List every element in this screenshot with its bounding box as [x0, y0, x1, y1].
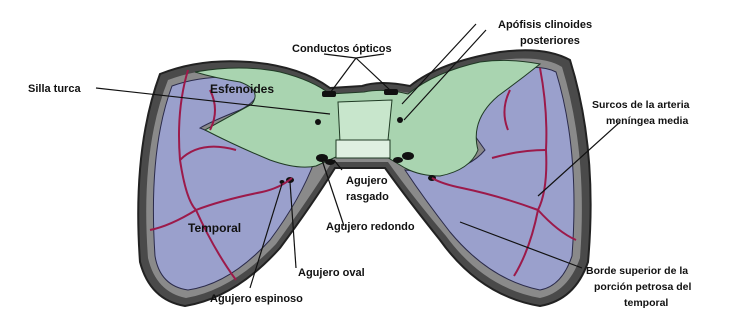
label-surcos-line2: meníngea media — [606, 115, 688, 127]
dorsum-sellae — [336, 140, 390, 158]
label-silla-turca: Silla turca — [28, 83, 81, 95]
foramen-rotundum-right — [402, 152, 414, 160]
label-borde-line3: temporal — [624, 297, 668, 309]
anterior-clinoid-left — [315, 119, 321, 125]
label-agujero-rasgado-line2: rasgado — [346, 191, 389, 203]
optic-canal-left — [322, 91, 336, 97]
label-borde-line1: Borde superior de la — [586, 265, 688, 277]
label-borde-line2: porción petrosa del — [594, 281, 692, 293]
foramen-lacerum-left — [325, 159, 335, 165]
anterior-clinoid-right — [397, 117, 403, 123]
label-agujero-rasgado-line1: Agujero — [346, 175, 388, 187]
label-apofisis-line2: posteriores — [520, 35, 580, 47]
label-temporal: Temporal — [188, 221, 241, 235]
label-esfenoides: Esfenoides — [210, 82, 274, 96]
label-surcos-line1: Surcos de la arteria — [592, 99, 690, 111]
foramen-lacerum-right — [393, 157, 403, 163]
label-apofisis-line1: Apófisis clinoides — [498, 19, 592, 31]
optic-canal-right — [384, 89, 398, 95]
label-agujero-redondo: Agujero redondo — [326, 221, 415, 233]
sella-turcica-fossa — [338, 100, 392, 142]
label-agujero-espinoso: Agujero espinoso — [210, 293, 303, 305]
label-conductos-opticos: Conductos ópticos — [292, 43, 392, 55]
label-agujero-oval: Agujero oval — [298, 267, 365, 279]
